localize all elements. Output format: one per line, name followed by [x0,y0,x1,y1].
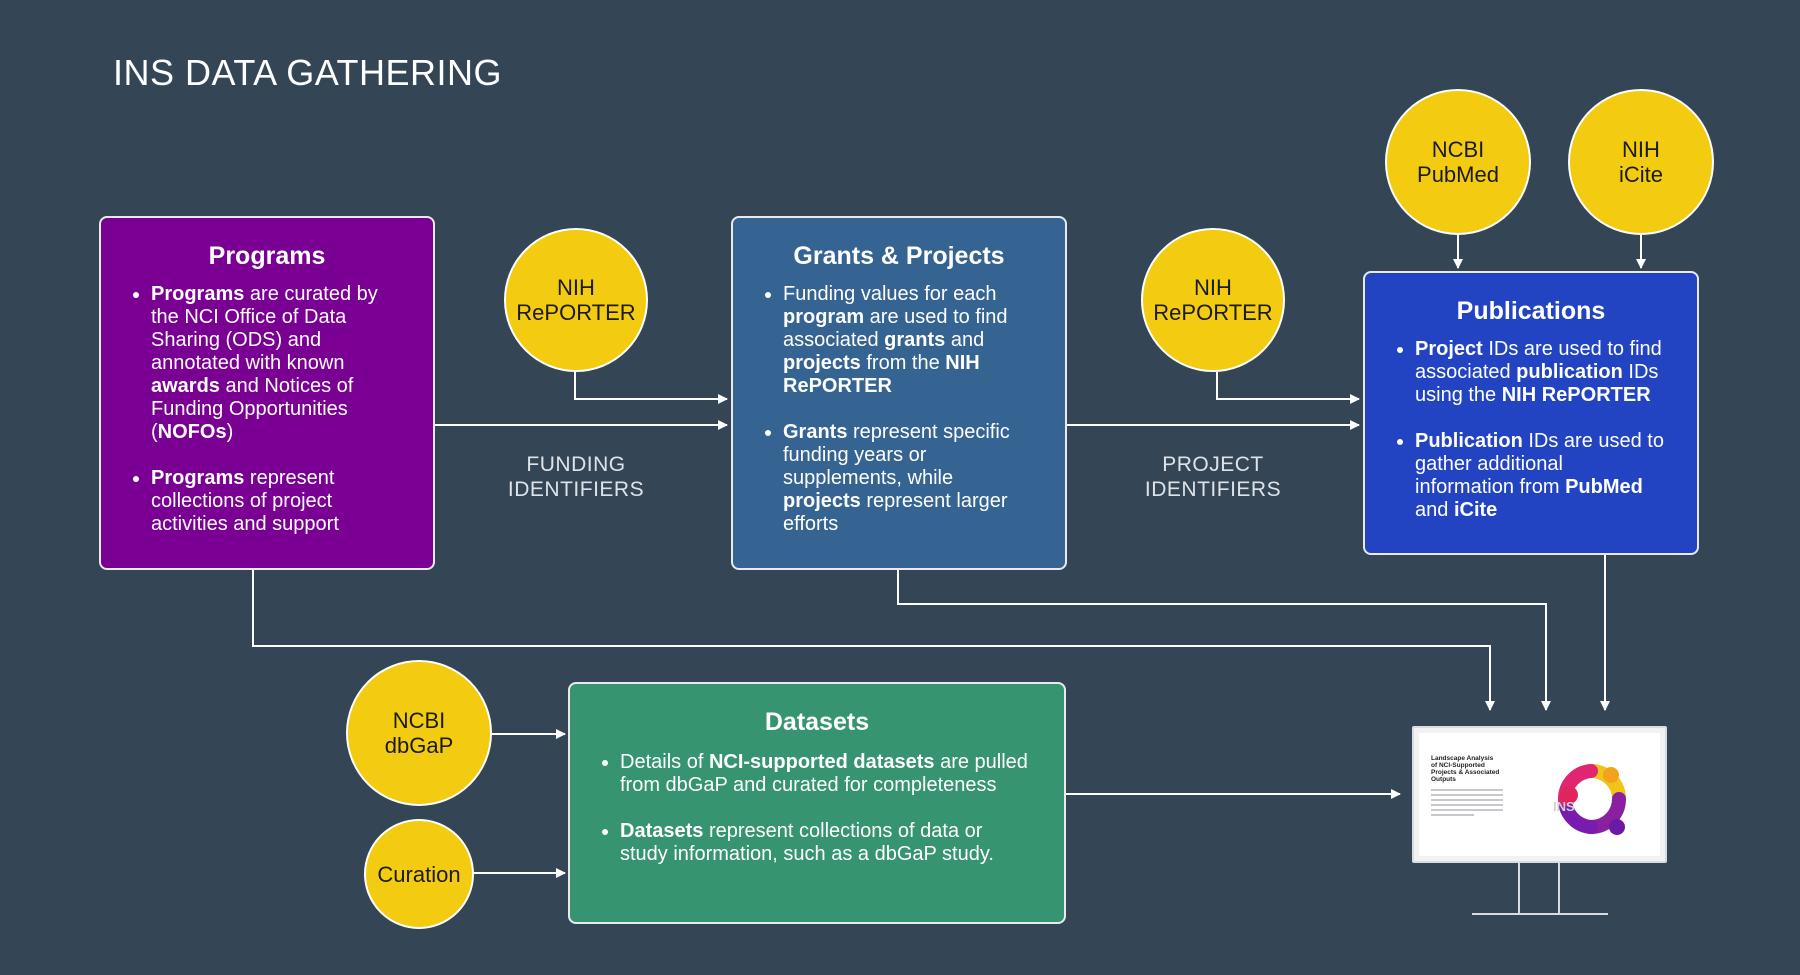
datasets-heading: Datasets [764,708,870,736]
monitor-base [1472,913,1608,915]
monitor-screen: Landscape Analysis of NCI-Supported Proj… [1412,726,1667,863]
grants-bullets: Funding values for each program are used… [763,283,1035,536]
circle-line: NCBI [1431,137,1485,162]
circle-line: iCite [1618,162,1663,187]
monitor-stand [1518,863,1560,913]
ins-logo-icon [1557,764,1626,835]
grants-heading: Grants & Projects [793,242,1005,270]
arrow-reporter-to-grants [574,372,728,404]
bullet-item: Project IDs are used to find associated … [1395,338,1667,407]
grants-projects-box: Grants & Projects Funding values for eac… [731,216,1067,570]
label-line: IDENTIFIERS [1144,478,1282,501]
bullet-item: Details of NCI-supported datasets are pu… [600,751,1034,797]
ins-logo-text: INS [1553,799,1575,814]
programs-bullets: Programs are curated by the NCI Office o… [131,283,403,536]
arrow-grants-to-monitor [897,570,1551,711]
circle-line: RePORTER [516,300,636,325]
page-title: INS DATA GATHERING [113,52,503,93]
bullet-item: Grants represent specific funding years … [763,421,1035,536]
programs-heading: Programs [208,242,326,270]
project-identifiers-label: PROJECT IDENTIFIERS [1117,452,1309,502]
label-line: PROJECT [1162,453,1264,476]
publications-bullets: Project IDs are used to find associated … [1395,338,1667,522]
circle-line: NCBI [392,708,446,733]
label-line: IDENTIFIERS [507,478,645,501]
bullet-item: Funding values for each program are used… [763,283,1035,398]
publications-heading: Publications [1456,297,1606,325]
bullet-item: Publication IDs are used to gather addit… [1395,430,1667,522]
label-line: FUNDING [526,453,626,476]
arrow-programs-to-monitor [252,570,1495,711]
ins-dashboard-monitor: Landscape Analysis of NCI-Supported Proj… [1412,726,1667,916]
circle-line: NIH [1622,137,1660,162]
curation-circle: Curation [364,819,474,929]
dashboard-preview: Landscape Analysis of NCI-Supported Proj… [1419,733,1660,856]
funding-identifiers-label: FUNDING IDENTIFIERS [480,452,672,502]
circle-line: RePORTER [1153,300,1273,325]
bullet-item: Programs are curated by the NCI Office o… [131,283,403,444]
circle-line: NIH [1194,275,1232,300]
dashboard-preview-text [1431,789,1503,819]
circle-line: PubMed [1417,162,1499,187]
datasets-bullets: Details of NCI-supported datasets are pu… [600,751,1034,866]
bullet-item: Programs represent collections of projec… [131,467,403,536]
programs-box: Programs Programs are curated by the NCI… [99,216,435,570]
dashboard-preview-title: Landscape Analysis of NCI-Supported Proj… [1431,755,1500,783]
publications-box: Publications Project IDs are used to fin… [1363,271,1699,555]
circle-line: dbGaP [384,733,454,758]
arrow-reporter-to-publications [1216,372,1360,404]
datasets-box: Datasets Details of NCI-supported datase… [568,682,1066,924]
circle-line: NIH [557,275,595,300]
circle-line: Curation [377,861,461,887]
bullet-item: Datasets represent collections of data o… [600,820,1034,866]
